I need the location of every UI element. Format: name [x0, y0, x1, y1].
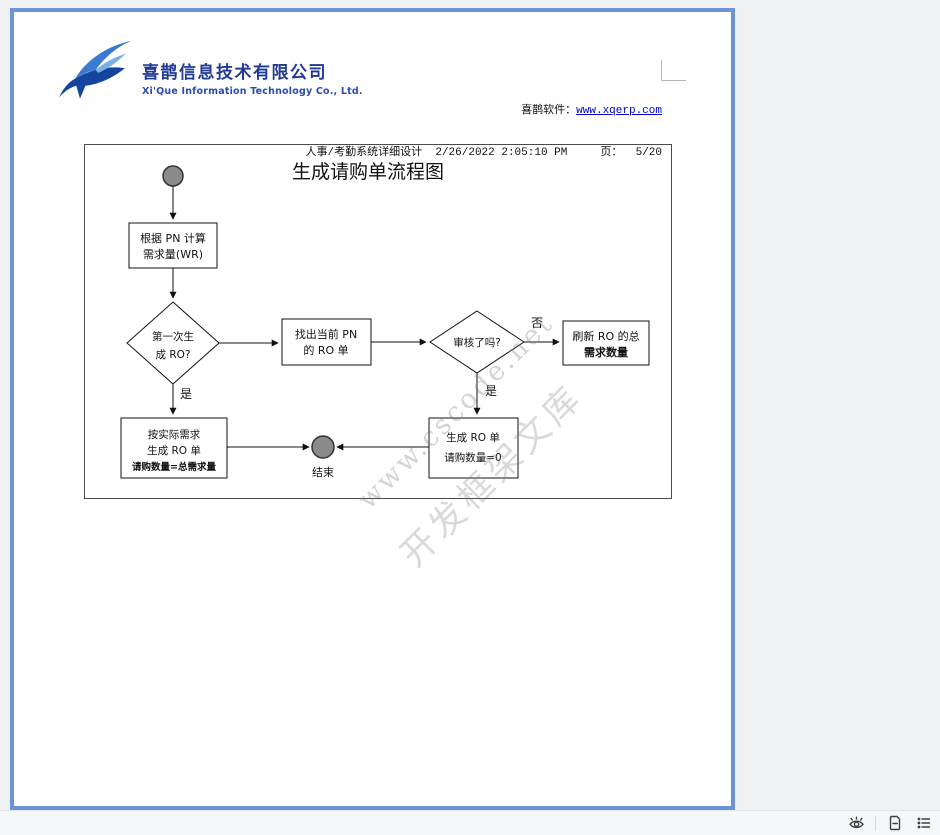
process-generate-by-actual	[120, 417, 228, 479]
doc-title: 人事/考勤系统详细设计	[305, 147, 423, 159]
process-generate-ro-zero	[428, 417, 519, 479]
decision-first-generation	[126, 301, 220, 385]
company-name-en: Xi'Que Information Technology Co., Ltd.	[142, 86, 363, 97]
process-find-ro-line2: 的 RO 单	[303, 343, 348, 357]
company-name-cn: 喜鹊信息技术有限公司	[142, 63, 327, 83]
company-block: 喜鹊信息技术有限公司 Xi'Que Information Technology…	[142, 58, 363, 97]
decision-first-line2: 成 RO?	[156, 349, 191, 361]
process-refresh-line1: 刷新 RO 的总	[572, 329, 639, 343]
toolbar-divider	[875, 815, 876, 831]
process-gen-line1: 生成 RO 单	[446, 431, 500, 444]
list-icon[interactable]	[914, 813, 934, 833]
software-label: 喜鹊软件：	[521, 105, 577, 117]
end-node	[311, 435, 335, 459]
flowchart-frame: 生成请购单流程图 根据 PN 计算 需求量(WR) 第一次生 成 RO? 找出当…	[84, 144, 672, 499]
doc-info-line: 人事/考勤系统详细设计 2/26/2022 2:05:10 PM 页： 5/20	[306, 146, 662, 160]
label-yes-audit: 是	[485, 384, 497, 398]
process-gen-line2: 请购数量=0	[444, 451, 501, 464]
process-actual-line3: 请购数量=总需求量	[132, 461, 216, 473]
page-header-info: 喜鹊软件：www.xqerp.com 人事/考勤系统详细设计 2/26/2022…	[306, 76, 662, 188]
company-logo-bird-icon	[58, 40, 132, 99]
process-actual-line1: 按实际需求	[148, 428, 201, 441]
page-number: 5/20	[635, 147, 662, 159]
process-find-ro-line1: 找出当前 PN	[295, 327, 357, 341]
decision-audited-label: 审核了吗?	[453, 336, 501, 349]
process-refresh-line2: 需求数量	[584, 345, 628, 359]
eye-icon[interactable]	[846, 813, 866, 833]
end-label: 结束	[312, 466, 334, 479]
process-actual-line2: 生成 RO 单	[147, 444, 201, 457]
process-refresh-total	[562, 320, 650, 366]
margin-crop-mark	[661, 60, 686, 81]
label-yes-first: 是	[180, 387, 192, 401]
viewer-bottom-toolbar	[0, 810, 940, 835]
process-calc-demand-line1: 根据 PN 计算	[140, 231, 206, 245]
software-url-link[interactable]: www.xqerp.com	[576, 105, 662, 117]
process-calc-demand	[128, 222, 218, 269]
decision-first-line1: 第一次生	[152, 330, 194, 343]
process-calc-demand-line2: 需求量(WR)	[143, 248, 203, 261]
process-find-ro	[281, 318, 372, 366]
flowchart-title: 生成请购单流程图	[292, 161, 444, 183]
software-line: 喜鹊软件：www.xqerp.com	[306, 104, 662, 118]
page-label: 页：	[600, 147, 623, 159]
label-no: 否	[531, 316, 543, 330]
document-page: 喜鹊信息技术有限公司 Xi'Que Information Technology…	[10, 8, 735, 810]
document-icon[interactable]	[885, 813, 905, 833]
doc-datetime: 2/26/2022 2:05:10 PM	[435, 147, 568, 159]
start-node	[162, 165, 184, 187]
flowchart-canvas: 生成请购单流程图 根据 PN 计算 需求量(WR) 第一次生 成 RO? 找出当…	[120, 161, 650, 479]
